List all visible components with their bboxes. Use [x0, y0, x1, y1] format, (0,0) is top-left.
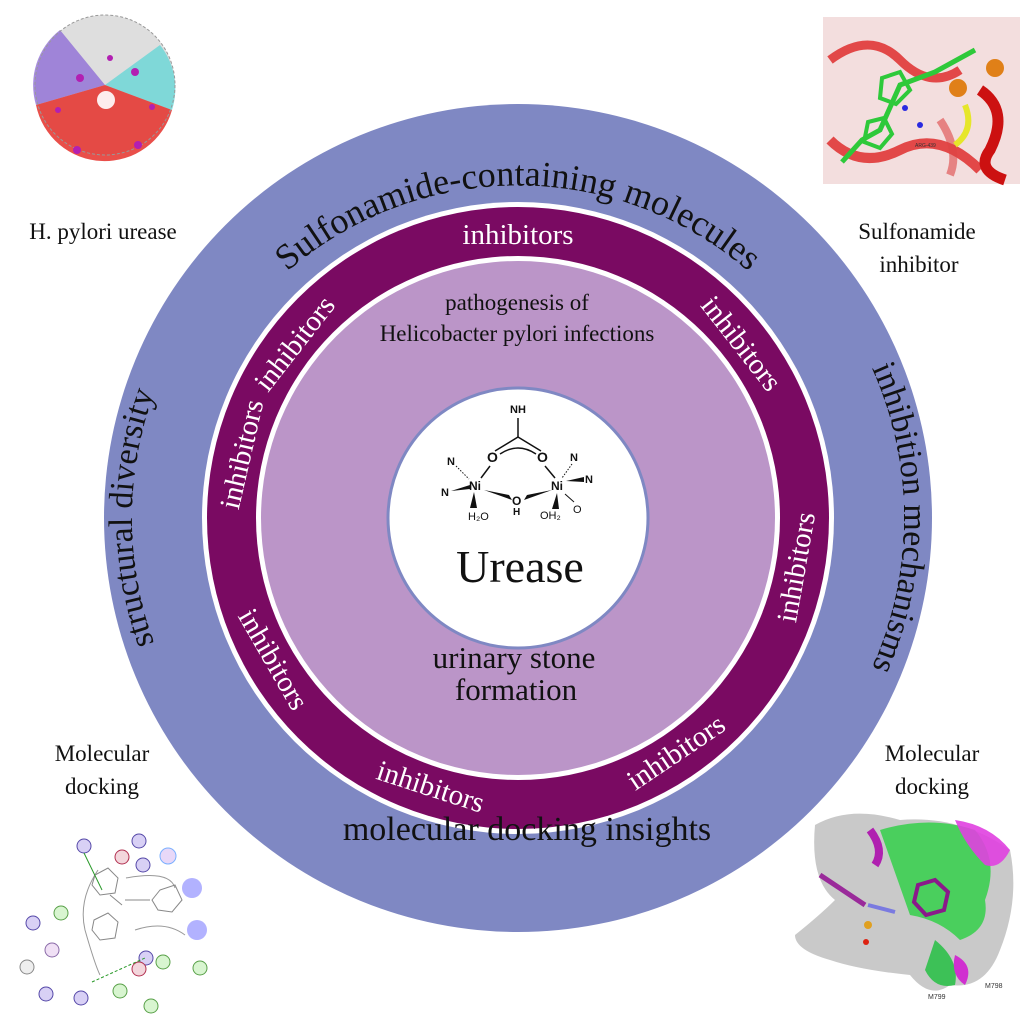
- center-disc: [386, 386, 650, 650]
- 2d-interaction-diagram-image: [19, 833, 208, 1014]
- bottom-right-label-line1: Molecular: [885, 741, 980, 766]
- center-title: Urease: [456, 541, 584, 592]
- svg-text:N: N: [441, 487, 449, 499]
- svg-text:N: N: [447, 456, 455, 468]
- svg-text:Ni: Ni: [551, 479, 563, 493]
- svg-text:OH₂: OH₂: [540, 510, 561, 522]
- top-left-label: H. pylori urease: [29, 219, 177, 244]
- svg-text:ARG-439: ARG-439: [915, 143, 936, 149]
- inner-bottom-text-line1: urinary stone: [433, 640, 596, 675]
- sulfonamide-binding-site-image: ARG-439: [823, 17, 1020, 186]
- svg-text:H₂O: H₂O: [468, 511, 489, 523]
- inhibitor-band-label: inhibitors: [462, 219, 573, 251]
- h-pylori-urease-structure-image: [33, 14, 176, 162]
- svg-text:H: H: [513, 507, 520, 518]
- svg-text:O: O: [537, 449, 548, 465]
- svg-text:N: N: [570, 452, 578, 464]
- top-right-label-line1: Sulfonamide: [858, 219, 976, 244]
- svg-text:NH: NH: [510, 404, 526, 416]
- svg-text:O: O: [573, 504, 582, 516]
- bottom-right-label-line2: docking: [895, 774, 970, 799]
- svg-text:M798: M798: [985, 983, 1003, 990]
- inner-top-text-line1: pathogenesis of: [445, 290, 589, 315]
- inner-bottom-text-line2: formation: [455, 672, 578, 707]
- bottom-left-label-line2: docking: [65, 774, 140, 799]
- svg-text:M799: M799: [928, 994, 946, 1001]
- urease-active-site-structure: NH O O Ni Ni O H N N H₂O N N OH₂ O: [441, 404, 593, 523]
- svg-text:O: O: [512, 494, 521, 508]
- 3d-docking-surface-image: M798 M799: [795, 813, 1014, 1001]
- inner-top-text-line2: Helicobacter pylori infections: [380, 321, 655, 346]
- svg-text:Ni: Ni: [469, 479, 481, 493]
- svg-text:N: N: [585, 474, 593, 486]
- svg-text:O: O: [487, 449, 498, 465]
- top-right-label-line2: inhibitor: [879, 252, 959, 277]
- outer-label-bottom: molecular docking insights: [343, 811, 711, 848]
- bottom-left-label-line1: Molecular: [55, 741, 150, 766]
